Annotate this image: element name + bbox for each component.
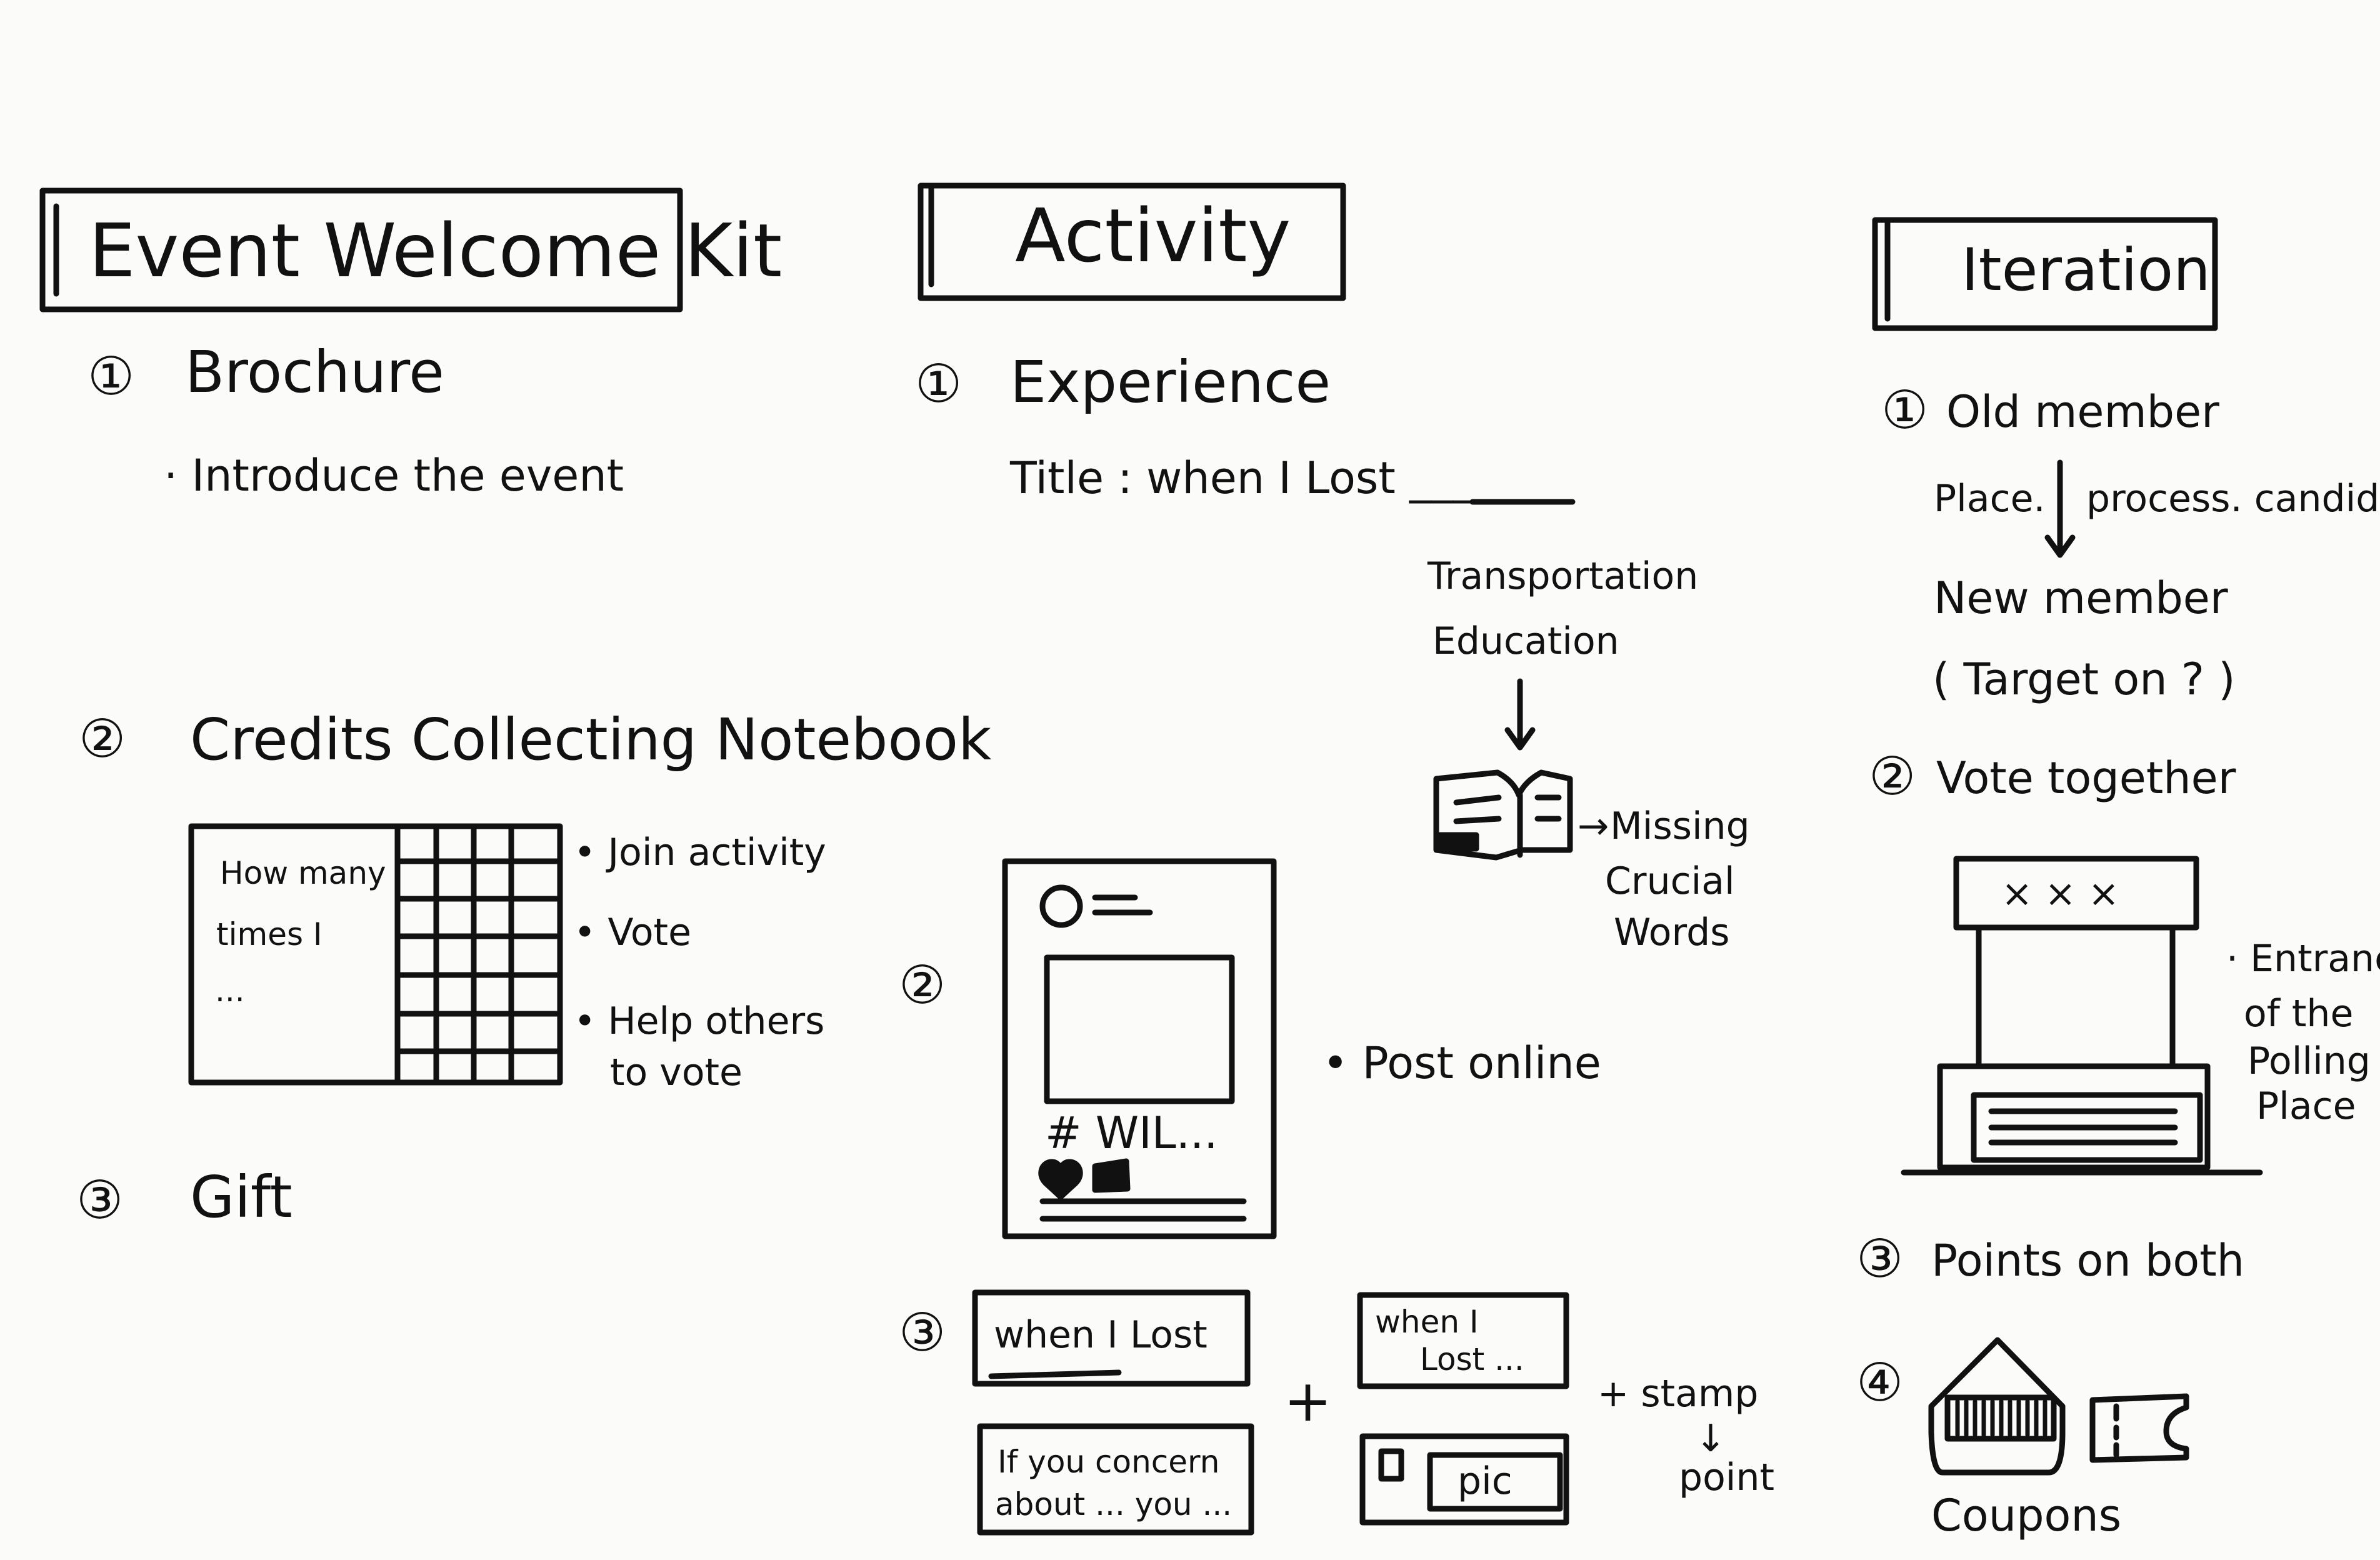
entrance-note-4: Place: [2256, 1084, 2356, 1128]
stamp-label: + stamp: [1598, 1372, 1759, 1416]
notebook-bullet-join: • Join activity: [574, 831, 826, 874]
activity-item2-number: ②: [899, 954, 946, 1016]
book-arrow: →: [1578, 804, 1609, 848]
notebook-bullet-help-cont: to vote: [610, 1051, 742, 1094]
polling-place-drawing: [1901, 856, 2263, 1176]
point-label: point: [1679, 1456, 1775, 1499]
iteration-item3-number: ③: [1856, 1228, 1904, 1289]
brochure-label: Brochure: [185, 339, 444, 406]
notebook-bullet-vote: • Vote: [574, 911, 691, 954]
plus-sign: +: [1284, 1368, 1332, 1434]
process-candidate-label: process. candidate: [2086, 477, 2380, 521]
notebook-card-line1: How many: [220, 855, 386, 891]
entrance-note-3: Polling: [2248, 1039, 2371, 1083]
post-online-bullet: • Post online: [1322, 1038, 1601, 1089]
entrance-note-1: · Entrance: [2226, 937, 2380, 981]
pic-card-text: pic: [1458, 1459, 1512, 1503]
arrow-to-book: [1504, 678, 1536, 751]
old-member-label: Old member: [1946, 386, 2219, 438]
when-i-lost-card: [972, 1289, 1251, 1387]
activity-item1-number: ①: [915, 353, 962, 414]
target-on-label: ( Target on ? ): [1932, 654, 2236, 705]
phone-mockup: [1002, 858, 1277, 1239]
pic-card: [1359, 1433, 1569, 1526]
iteration-item2-number: ②: [1869, 746, 1916, 807]
coupons-label: Coupons: [1931, 1490, 2122, 1541]
experience-label: Experience: [1010, 349, 1331, 416]
missing-word-3: Words: [1614, 911, 1730, 954]
missing-word-2: Crucial: [1605, 859, 1735, 903]
title-box-kit: [39, 188, 683, 312]
category-education: Education: [1432, 619, 1619, 663]
book-icon: [1433, 769, 1573, 861]
ticket-icon: [2089, 1393, 2189, 1463]
kit-title: Event Welcome Kit: [89, 208, 782, 294]
polling-sign-text: × × ×: [2001, 872, 2119, 916]
title-box-activity: [918, 182, 1346, 301]
when-i-lost-card-text: when I Lost: [994, 1313, 1208, 1357]
iteration-item1-number: ①: [1881, 379, 1929, 441]
new-member-label: New member: [1934, 572, 2228, 624]
activity-title: Activity: [1015, 192, 1291, 279]
experience-title-line: Title : when I Lost ___: [1010, 452, 1476, 504]
notebook-card-line3: ...: [215, 972, 245, 1009]
iteration-title: Iteration: [1961, 236, 2211, 304]
stamp-arrow: ↓: [1695, 1417, 1727, 1461]
concern-card-line2: about ... you ...: [995, 1486, 1232, 1522]
kit-item2-number: ②: [79, 708, 126, 769]
concern-card: [977, 1423, 1254, 1536]
when-card-small: [1357, 1292, 1569, 1389]
missing-word-1: Missing: [1610, 804, 1750, 848]
category-transportation: Transportation: [1428, 554, 1699, 598]
kit-item3-number: ③: [76, 1169, 124, 1231]
notebook-label: Credits Collecting Notebook: [190, 706, 992, 773]
pic-frame: [1427, 1452, 1563, 1512]
coupon-shop-icon: [1928, 1337, 2066, 1476]
place-label: Place.: [1934, 477, 2046, 521]
phone-hashtag: # WIL...: [1045, 1108, 1218, 1159]
points-on-both-label: Points on both: [1931, 1235, 2245, 1286]
member-arrow: [2044, 459, 2076, 558]
notebook-card-line2: times I: [216, 916, 322, 952]
brochure-bullet: · Introduce the event: [164, 450, 624, 501]
activity-item3-number: ③: [899, 1302, 946, 1363]
iteration-item4-number: ④: [1856, 1352, 1904, 1413]
vote-together-label: Vote together: [1936, 752, 2236, 804]
kit-item1-number: ①: [88, 346, 135, 407]
gift-label: Gift: [190, 1164, 292, 1231]
title-box-iteration: [1872, 217, 2218, 331]
entrance-note-2: of the: [2244, 992, 2354, 1036]
concern-card-line1: If you concern: [998, 1444, 1220, 1480]
notebook-bullet-help: • Help others: [574, 999, 825, 1043]
when-card-line2: Lost ...: [1420, 1341, 1524, 1378]
notebook-card: [188, 823, 563, 1086]
when-card-line1: when I: [1375, 1304, 1479, 1340]
